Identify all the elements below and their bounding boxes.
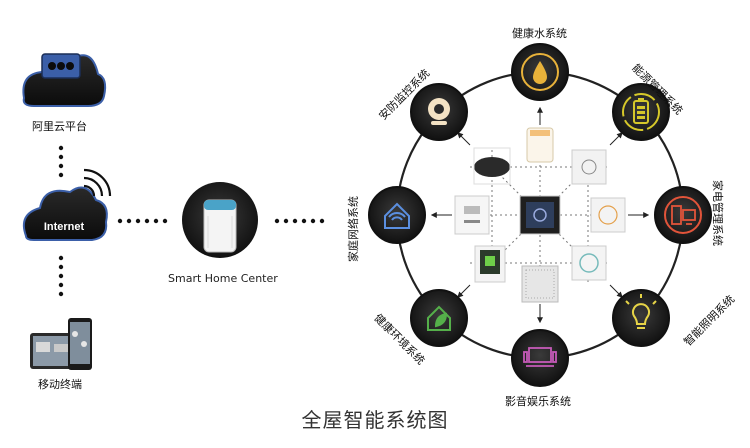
smart-home-center-label: Smart Home Center [168, 272, 278, 285]
node-audio-video [511, 329, 569, 387]
mobile-devices-icon [30, 318, 92, 370]
aliyun-label: 阿里云平台 [32, 120, 87, 133]
dotted-link-cloud-internet [58, 145, 64, 178]
camera-icon [428, 98, 450, 125]
dotted-link-internet-mobile [58, 255, 64, 297]
diagram-caption: 全屋智能系统图 [301, 408, 449, 432]
node-appliance-management [654, 186, 712, 244]
internet-label: Internet [44, 221, 85, 233]
node-healthy-water [511, 43, 569, 101]
node-healthy-environment [410, 289, 468, 347]
mobile-terminal-label: 移动终端 [38, 378, 82, 391]
label-home-network: 家庭网络系统 [347, 196, 360, 262]
battery-icon [633, 98, 649, 124]
dotted-link-internet-hub [117, 218, 168, 224]
leaf-house-icon [427, 305, 451, 331]
label-appliance-management: 家电管理系统 [711, 180, 724, 246]
appliance-icon [671, 205, 696, 225]
internet-cloud-icon [22, 168, 112, 241]
tv-icon [523, 347, 557, 367]
label-audio-video: 影音娱乐系统 [505, 395, 571, 408]
label-healthy-water: 健康水系统 [512, 27, 567, 40]
bulb-icon [625, 294, 657, 329]
node-smart-lighting [612, 289, 670, 347]
node-security-monitoring [410, 83, 468, 141]
device-panel-grid [454, 127, 626, 303]
dotted-link-hub-ring [274, 218, 325, 224]
node-energy-management [612, 83, 670, 141]
node-home-network [368, 186, 426, 244]
water-drop-icon [533, 61, 547, 84]
aliyun-cloud-icon [22, 53, 107, 107]
smart-home-hub-icon [182, 182, 258, 258]
wifi-house-icon [384, 202, 410, 229]
